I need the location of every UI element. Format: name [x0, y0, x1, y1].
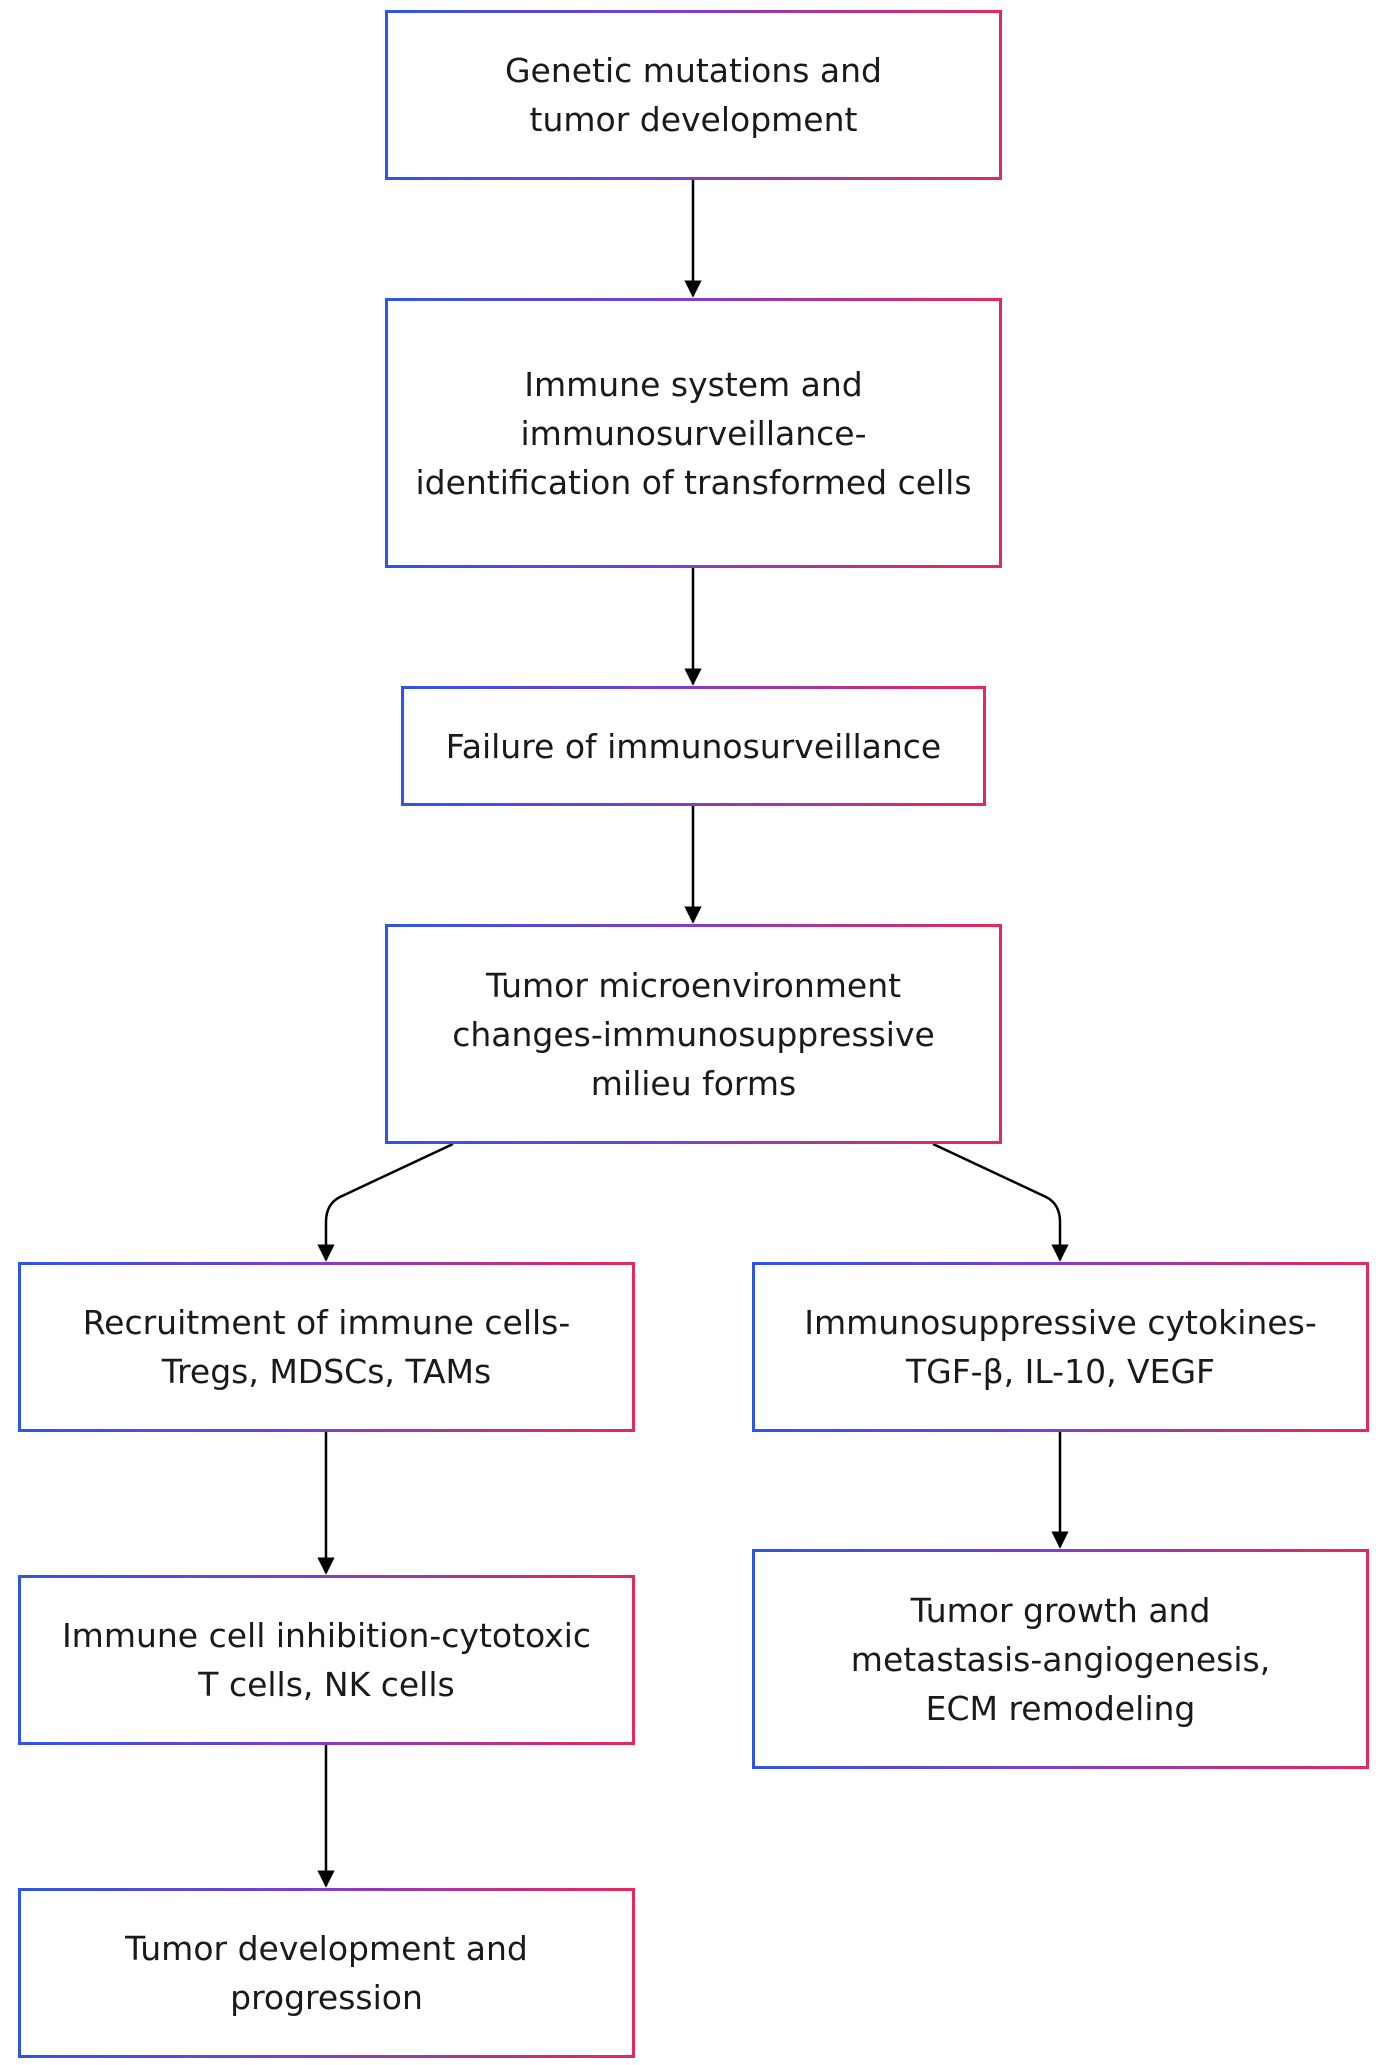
node-tumor-microenvironment: Tumor microenvironment changes-immunosup… — [385, 924, 1002, 1144]
node-label: Immunosuppressive cytokines-TGF-β, IL-10… — [804, 1303, 1317, 1391]
node-immune-system: Immune system and immunosurveillance-ide… — [385, 298, 1002, 568]
node-label: Tumor growth and metastasis-angiogenesis… — [850, 1590, 1271, 1728]
node-label: Tumor development and progression — [125, 1929, 528, 2017]
node-immune-cell-inhibition: Immune cell inhibition-cytotoxic T cells… — [18, 1575, 635, 1745]
node-recruitment-of-immune-cells: Recruitment of immune cells-Tregs, MDSCs… — [18, 1262, 635, 1432]
node-label: Failure of immunosurveillance — [445, 726, 942, 766]
node-immunosuppressive-cytokines: Immunosuppressive cytokines-TGF-β, IL-10… — [752, 1262, 1369, 1432]
node-label: Tumor microenvironment changes-immunosup… — [452, 965, 935, 1103]
node-tumor-growth-and-metastasis: Tumor growth and metastasis-angiogenesis… — [752, 1549, 1369, 1769]
arrow-microenvironment-to-cytokines — [932, 1142, 1069, 1262]
node-failure-of-immunosurveillance: Failure of immunosurveillance — [401, 686, 986, 806]
node-genetic-mutations: Genetic mutations and tumor development — [385, 10, 1002, 180]
node-label: Immune system and immunosurveillance-ide… — [415, 364, 972, 502]
node-tumor-development-and-progression: Tumor development and progression — [18, 1888, 635, 2058]
node-label: Immune cell inhibition-cytotoxic T cells… — [61, 1616, 592, 1704]
node-label: Genetic mutations and tumor development — [504, 51, 883, 139]
arrow-microenvironment-to-recruitment — [317, 1142, 454, 1262]
node-label: Recruitment of immune cells-Tregs, MDSCs… — [82, 1303, 571, 1391]
